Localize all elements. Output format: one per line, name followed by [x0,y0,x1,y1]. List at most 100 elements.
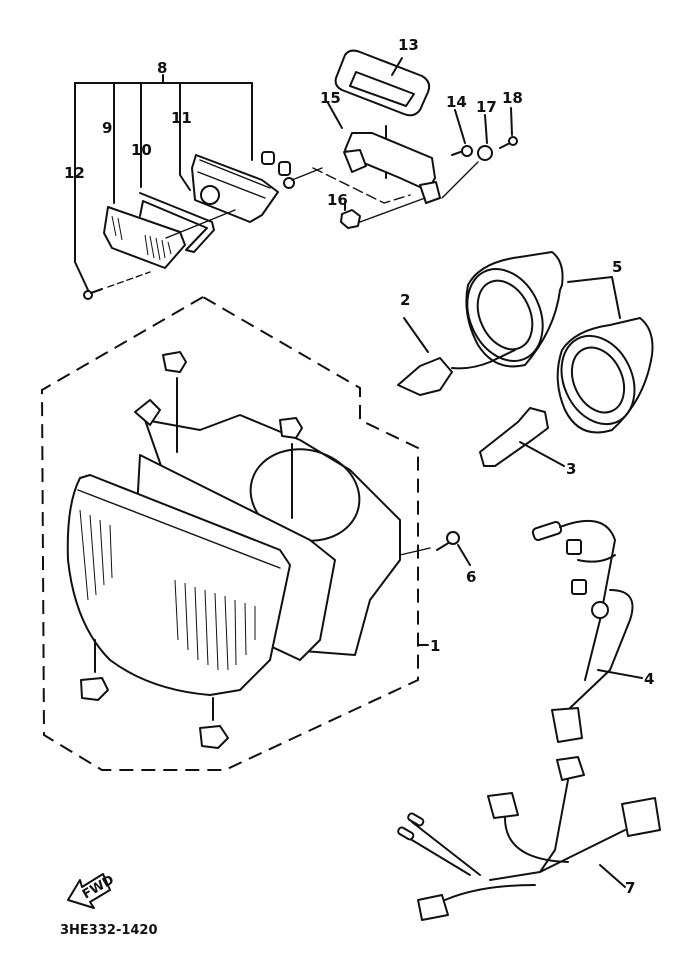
leader-7 [599,864,626,888]
gasket-13-inner [349,71,415,107]
harness-7-pin-1 [407,812,425,827]
sub-harness-group: 4 [531,519,654,743]
harness-7-trunk [489,829,626,881]
harness-7-branch-c [444,884,536,901]
screw-12-shank [90,288,103,294]
screw-14-part [461,145,473,157]
bracket-15-tab [419,181,441,204]
harness-4-wire-a [559,519,616,681]
mount-tab [134,399,161,426]
leader-14 [454,109,466,144]
bulb-2-wire [451,349,516,370]
cover-2-inner [570,346,626,414]
clip-bottom-left [80,677,109,701]
callout-6: 6 [466,568,476,586]
harness-4-cap-2 [571,579,587,595]
socket-rim-line-2 [197,171,266,199]
socket-tab [261,151,275,165]
harness-7-connector-top [556,756,585,781]
screw-6-part [446,531,460,545]
gasket-part [139,192,215,253]
bolt-18-part [508,136,518,146]
screw-6-leader-in [399,547,431,556]
lens-part [103,206,186,269]
leader-6 [457,544,471,566]
callout-2: 2 [400,291,410,309]
leader-13 [391,57,403,76]
leader-4 [597,669,643,679]
harness-7-connector-left [487,792,519,819]
harness-4-wire-b [577,554,616,563]
cover-1-inner [476,279,534,351]
screw-6-shank [436,541,451,551]
callout-7: 7 [625,879,635,897]
clip-top-right [279,417,303,439]
harness-7-connector-bottom [417,894,449,921]
leader-11 [179,82,191,191]
harness-7-branch-a [539,779,569,873]
socket-tab-2 [278,161,291,176]
harness-4-terminal [531,521,563,541]
socket-rim-line [199,159,271,189]
assembly-leader [165,209,236,239]
clip-bottom-right [199,725,229,749]
callout-9: 9 [102,119,112,137]
bulb-3-part [479,407,549,467]
callout-1: 1 [430,637,440,655]
callout-12: 12 [64,164,85,182]
harness-7-lead-1 [411,821,481,876]
lamp-assembly-group: 8 9 10 11 12 [64,59,323,300]
nut-16-part [340,209,361,229]
callout-17: 17 [476,98,497,116]
harness-7-branch-b [504,817,569,863]
leader-15 [327,102,343,129]
front-direction-indicator: FWD [67,872,117,909]
collar-leader [441,161,479,199]
nut-leader [359,197,426,223]
bulb-cover-group: 5 2 3 [397,251,654,478]
socket-housing-part [191,154,279,223]
leader-17 [484,114,488,144]
callout-11: 11 [171,109,192,127]
leader-12 [74,82,89,291]
callout-14: 14 [446,93,467,111]
fwd-arrow-icon [67,873,111,909]
callout-13: 13 [398,36,419,54]
harness-7-pin-2 [397,826,415,841]
harness-7-connector-right [621,797,661,837]
callout-15: 15 [320,89,341,107]
drawing-code: 3HE332-1420 [60,923,158,938]
harness-7-lead-2 [401,833,471,876]
bracket-leader [312,167,411,204]
callout-18: 18 [502,89,523,107]
clip-top-left [162,351,187,373]
callout-5: 5 [612,258,622,276]
leader-5 [567,276,621,319]
socket-bulb [200,185,220,205]
headlight-lens [66,474,291,696]
cover-1-ring [466,268,544,362]
bulb-2-part [397,357,453,396]
socket-pin [283,177,295,189]
harness-4-cap-3 [591,601,609,619]
collar-17-part [477,145,493,161]
main-harness-group: 7 [397,756,661,921]
leader-2 [403,317,429,353]
assembly-boundary [40,295,419,771]
headlight-unit-group: 1 6 [40,295,476,771]
bracket-15-clip [343,149,367,173]
leader-18 [510,107,513,136]
cover-2-ring [560,334,636,426]
harness-4-cap-1 [566,539,582,555]
bulb-cover-2-part [556,317,654,434]
callout-16: 16 [327,191,348,209]
lens-top-edge [77,489,281,569]
screw-12-leader [107,271,151,288]
callout-10: 10 [131,141,152,159]
lens-hatching [111,215,172,261]
harness-4-wire-c [569,589,634,709]
callout-4: 4 [644,670,654,688]
lens-hatching-main [79,509,256,671]
leader-3 [519,441,565,467]
